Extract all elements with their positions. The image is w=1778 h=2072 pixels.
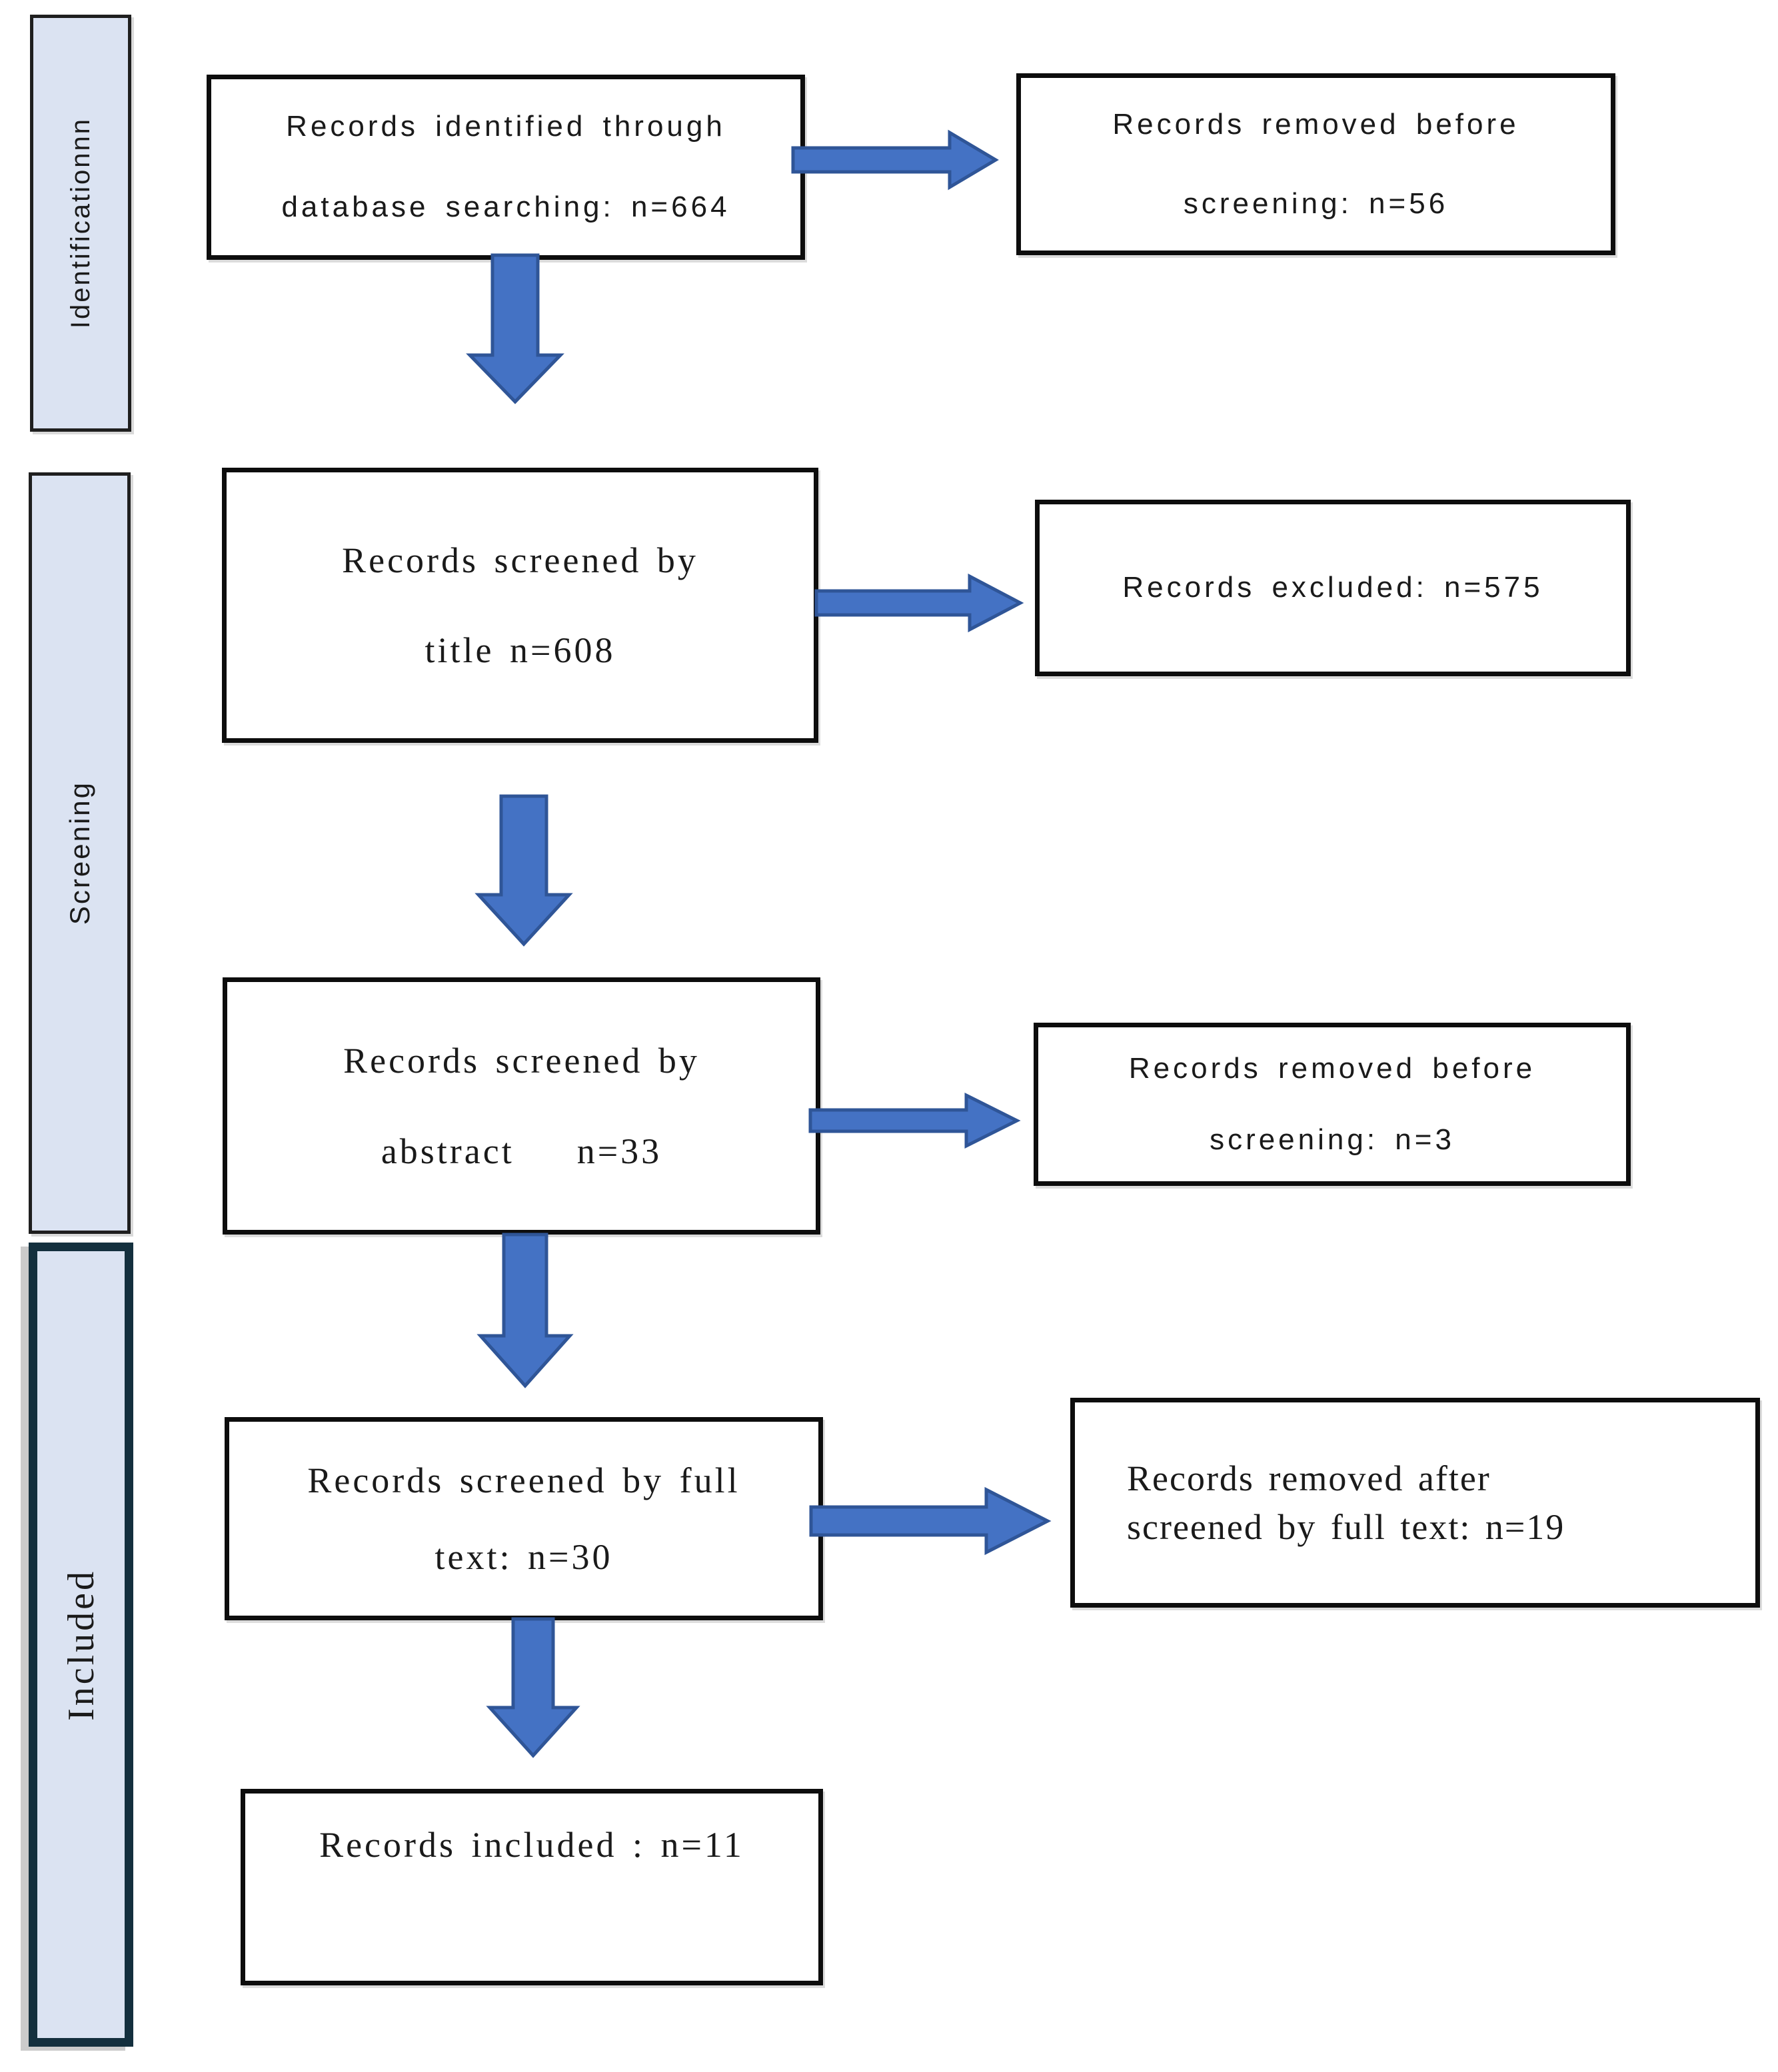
- box-screened-by-title-line2: title n=608: [425, 630, 616, 670]
- box-removed-before-screening-1-line2: screening: n=56: [1183, 187, 1449, 220]
- box-records-included: Records included : n=11: [241, 1789, 823, 1985]
- stage-identification-label: Identificationnn: [65, 117, 95, 329]
- arrow-right-title-to-excluded: [814, 573, 1024, 633]
- stage-screening-label: Screening: [63, 781, 95, 925]
- box-removed-before-screening-2: Records removed before screening: n=3: [1034, 1023, 1631, 1186]
- arrow-down-abstract-to-fulltext: [476, 1233, 574, 1388]
- box-screened-by-abstract-line1: Records screened by: [343, 1040, 700, 1081]
- box-records-identified-line1: Records identified through: [286, 110, 726, 143]
- box-screened-by-title: Records screened by title n=608: [222, 468, 818, 743]
- arrow-right-fulltext-to-removed: [809, 1486, 1052, 1556]
- arrow-down-title-to-abstract: [474, 794, 573, 947]
- box-removed-before-screening-1: Records removed before screening: n=56: [1016, 73, 1615, 255]
- arrow-down-identified-to-title: [466, 253, 564, 404]
- arrow-right-identified-to-removed: [791, 129, 999, 191]
- box-removed-before-screening-1-line1: Records removed before: [1112, 107, 1519, 141]
- arrow-down-fulltext-to-included: [486, 1617, 580, 1758]
- box-records-identified: Records identified through database sear…: [207, 75, 805, 260]
- box-screened-by-title-line1: Records screened by: [342, 540, 698, 581]
- box-records-included-line1: Records included : n=11: [319, 1825, 744, 1865]
- box-records-excluded: Records excluded: n=575: [1035, 500, 1631, 676]
- box-screened-by-fulltext: Records screened by full text: n=30: [225, 1417, 823, 1620]
- box-screened-by-fulltext-line2: text: n=30: [435, 1536, 613, 1577]
- stage-screening: Screening: [29, 472, 131, 1234]
- box-records-excluded-line1: Records excluded: n=575: [1122, 571, 1543, 604]
- box-removed-after-fulltext-line1: Records removed after: [1127, 1458, 1491, 1499]
- box-removed-before-screening-2-line1: Records removed before: [1128, 1051, 1536, 1085]
- box-removed-after-fulltext: Records removed after screened by full t…: [1070, 1398, 1760, 1608]
- box-removed-after-fulltext-line2: screened by full text: n=19: [1127, 1506, 1565, 1547]
- box-screened-by-abstract-line2: abstract n=33: [381, 1131, 662, 1171]
- box-screened-by-abstract: Records screened by abstract n=33: [223, 977, 820, 1235]
- stage-included: Included: [29, 1243, 133, 2047]
- box-screened-by-fulltext-line1: Records screened by full: [307, 1460, 740, 1501]
- box-records-identified-line2: database searching: n=664: [281, 191, 730, 223]
- box-removed-before-screening-2-line2: screening: n=3: [1210, 1123, 1455, 1156]
- arrow-right-abstract-to-removed: [808, 1092, 1021, 1149]
- stage-identification: Identificationnn: [30, 15, 131, 432]
- stage-included-label: Included: [60, 1568, 102, 1721]
